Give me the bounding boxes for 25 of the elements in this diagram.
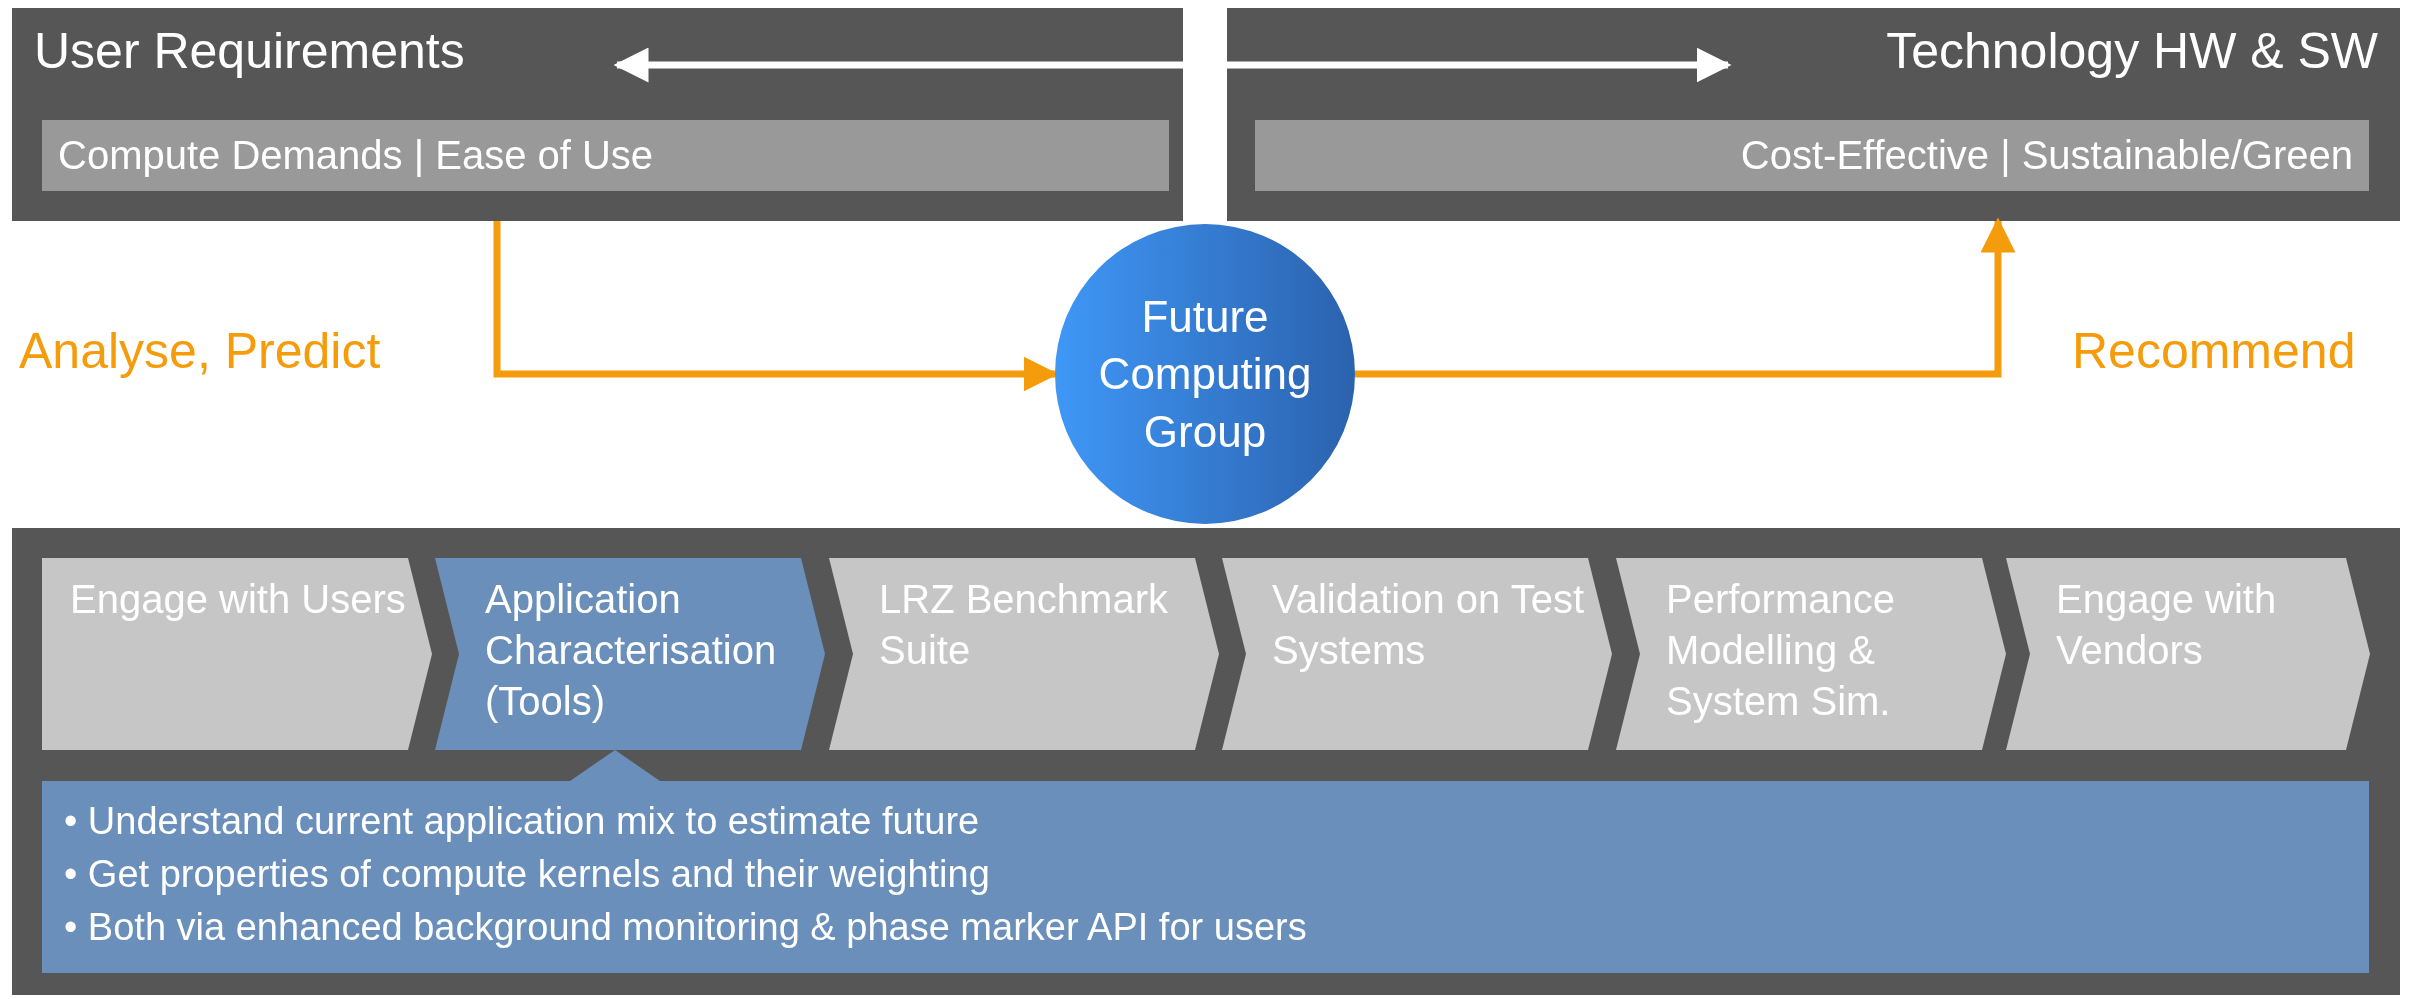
step-label: Performance Modelling & System Sim. [1666,576,1896,726]
step-label: LRZ Benchmark Suite [879,576,1169,675]
header-panel [12,8,1183,221]
bullet-item: • Both via enhanced background monitoring & phase marker API for users [64,905,1308,951]
panel-title: User Requirements [34,22,465,80]
process-step [42,558,432,750]
process-step [829,558,1219,750]
process-step [1222,558,1612,750]
bullet-item: • Understand current application mix to estimate future [64,799,981,844]
subheading-bar: Compute Demands | Ease of Use [42,120,1169,191]
process-step [435,558,825,750]
process-panel [12,528,2400,995]
process-step [2006,558,2370,750]
step-label: Engage with Users [70,576,407,623]
header-panel [1227,8,2400,221]
arrow [613,47,1732,83]
panel-title: Technology HW & SW [1886,22,2378,80]
bullet-item: • Get properties of compute kernels and their weighting [64,852,991,898]
subheading-bar: Cost-Effective | Sustainable/Green [1255,120,2369,191]
step-label: Application Characterisation (Tools) [485,576,778,726]
process-step [1616,558,2006,750]
arrow [1355,217,2016,378]
step-label: Validation on Test Systems [1272,576,1586,675]
circle-label: Future Computing Group [1097,291,1313,458]
step-label: Engage with Vendors [2056,576,2278,675]
